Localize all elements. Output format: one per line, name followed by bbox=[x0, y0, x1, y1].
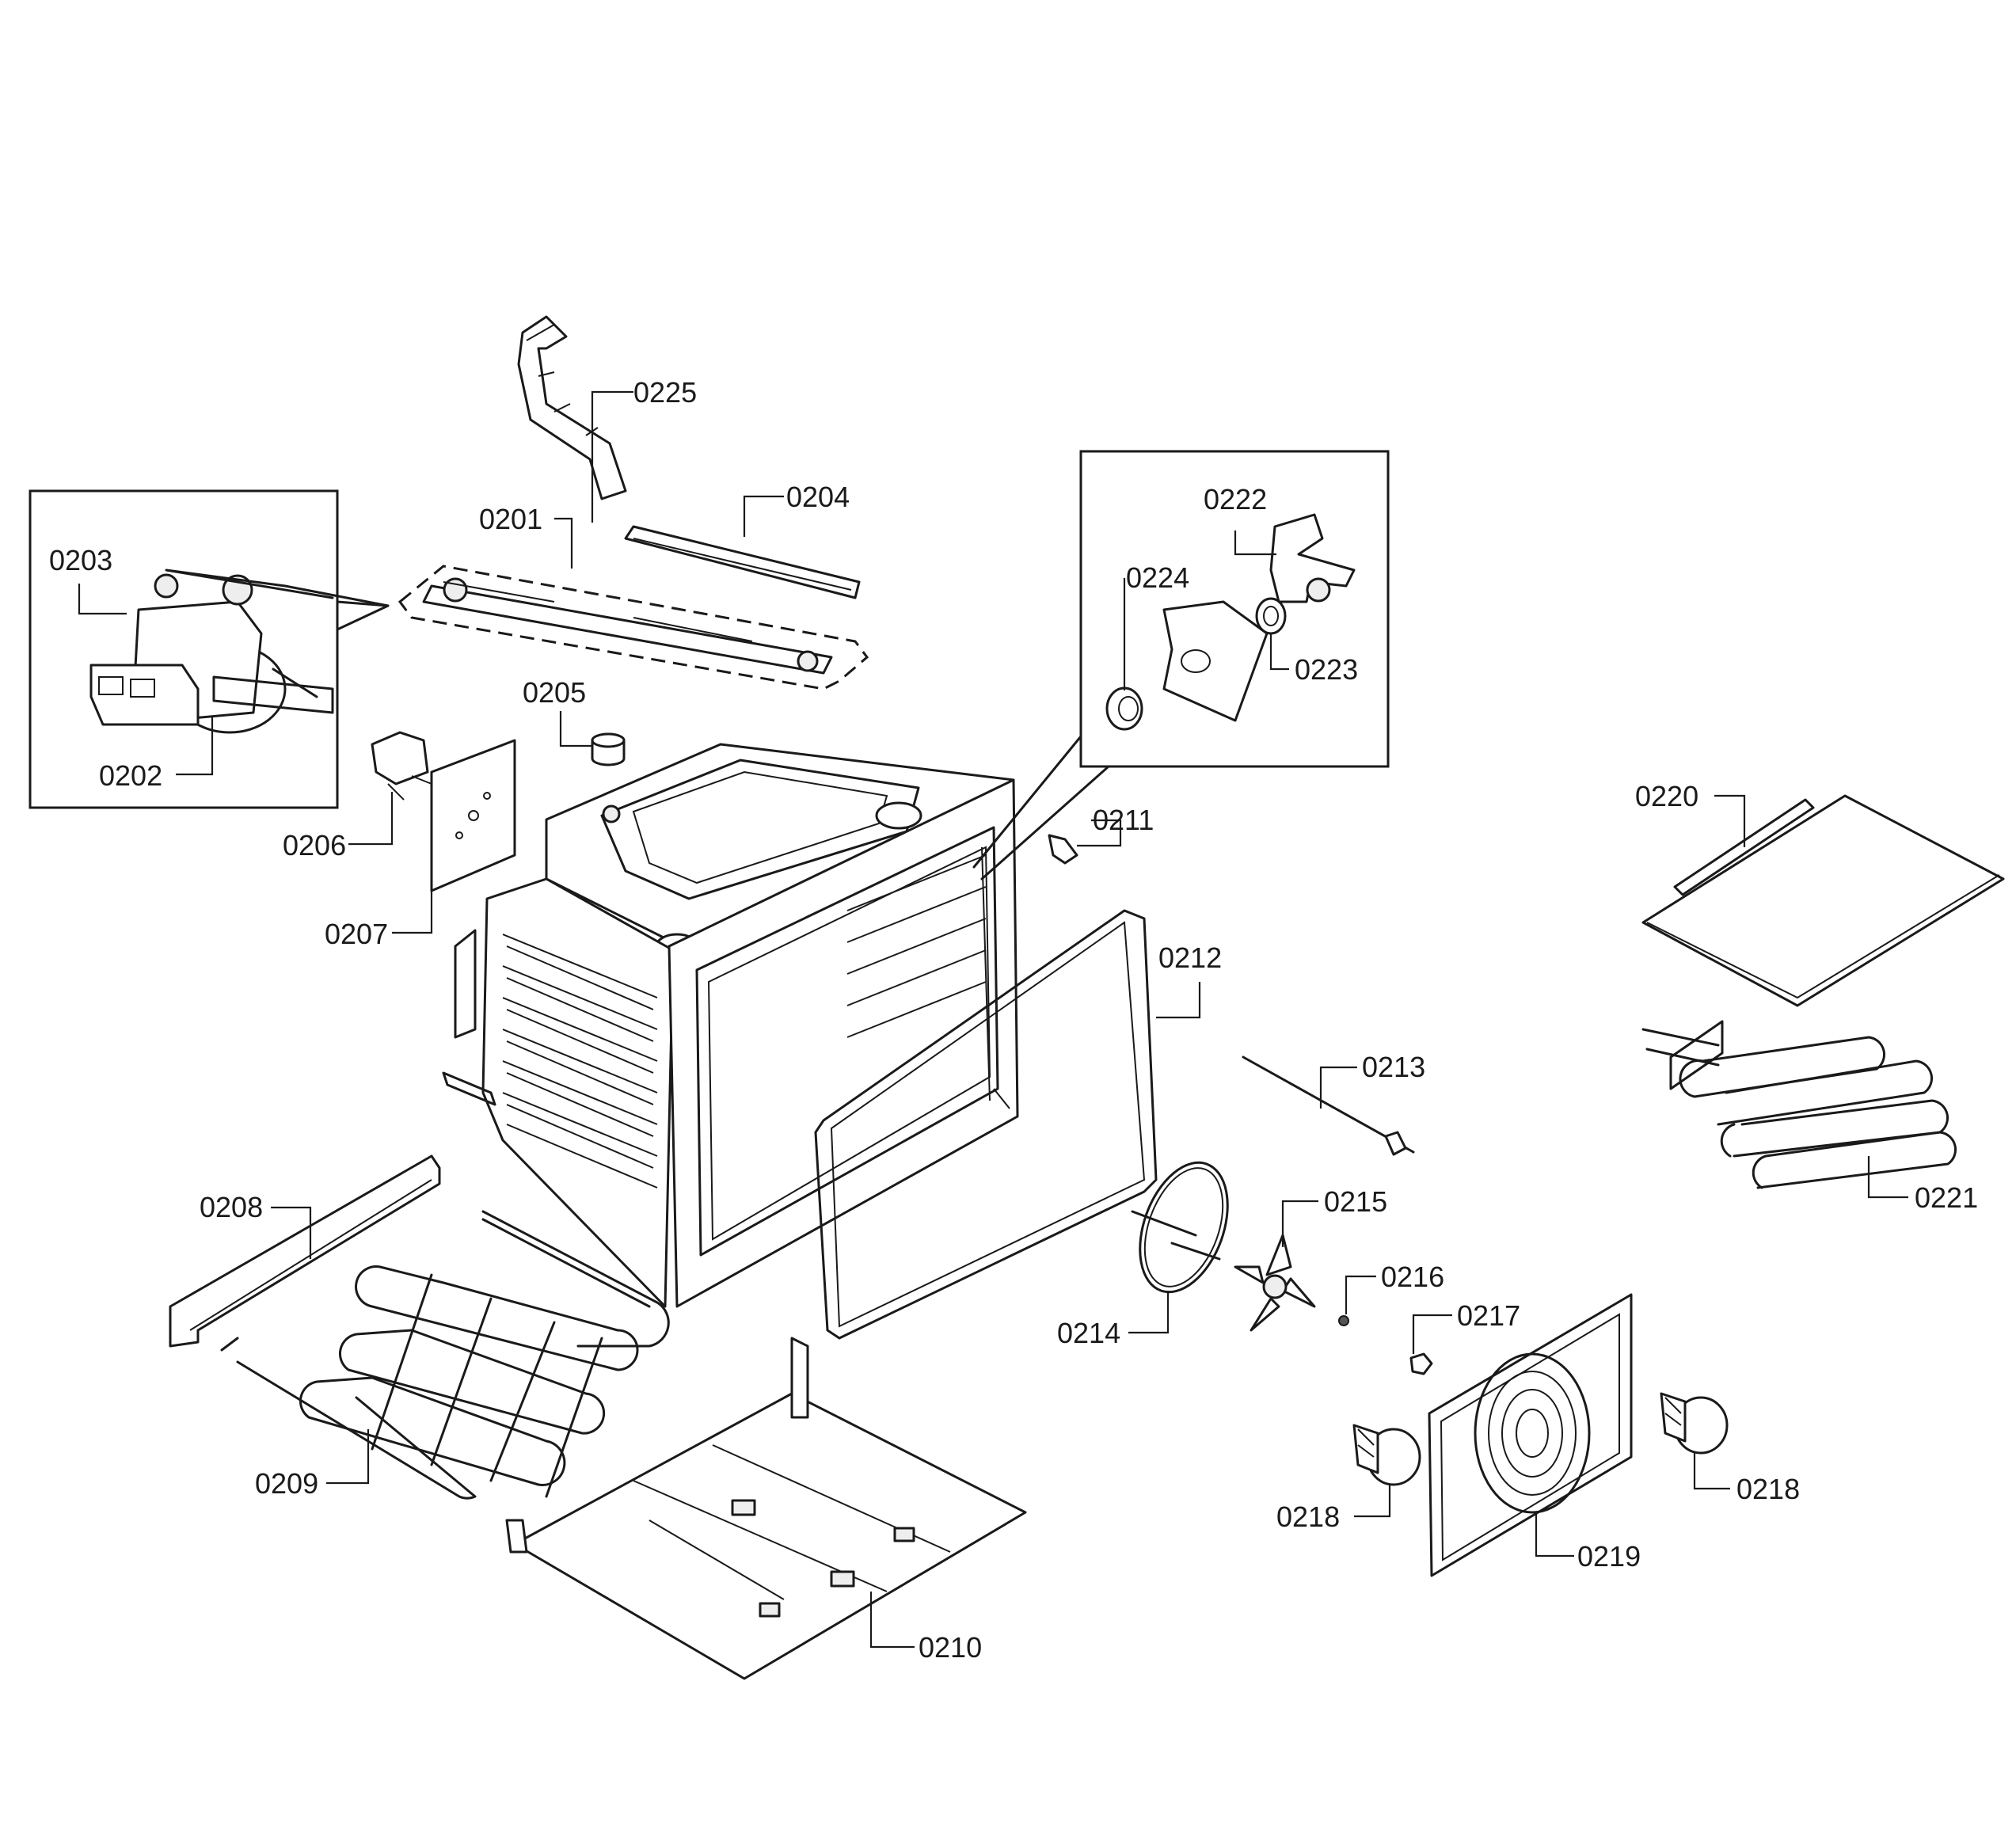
leader-0208 bbox=[271, 1206, 312, 1259]
heat-shield-0224-plate bbox=[1162, 600, 1269, 722]
air-duct-hose-0225 bbox=[517, 315, 627, 500]
label-0218-left: 0218 bbox=[1276, 1500, 1340, 1533]
leader-0201 bbox=[554, 517, 573, 569]
leader-0216 bbox=[1345, 1275, 1376, 1314]
leader-0221 bbox=[1867, 1156, 1908, 1199]
leader-0219 bbox=[1535, 1512, 1574, 1557]
detail-box-motor bbox=[29, 489, 339, 809]
leader-0212 bbox=[1156, 982, 1201, 1019]
cover-0204 bbox=[624, 525, 861, 599]
leader-0218b bbox=[1693, 1453, 1730, 1490]
leader-0225 bbox=[591, 390, 633, 523]
label-0225: 0225 bbox=[633, 376, 697, 409]
leader-0214 bbox=[1128, 1291, 1170, 1334]
fan-bracket-0201 bbox=[422, 577, 833, 675]
label-0224: 0224 bbox=[1126, 561, 1189, 594]
label-0216: 0216 bbox=[1381, 1261, 1444, 1293]
leader-0207 bbox=[392, 879, 433, 934]
label-0215: 0215 bbox=[1324, 1185, 1387, 1218]
label-0223: 0223 bbox=[1295, 653, 1358, 686]
label-0220: 0220 bbox=[1635, 780, 1698, 812]
leader-0218a bbox=[1354, 1485, 1391, 1518]
label-0219: 0219 bbox=[1577, 1540, 1641, 1573]
back-panel-0219 bbox=[1428, 1293, 1633, 1577]
convection-element-0222 bbox=[1269, 513, 1356, 603]
leader-0203 bbox=[78, 584, 127, 615]
label-0203: 0203 bbox=[49, 544, 112, 576]
leader-0223 bbox=[1269, 633, 1289, 671]
motor-0206 bbox=[371, 731, 432, 801]
label-0209: 0209 bbox=[255, 1467, 318, 1500]
bake-element-0209 bbox=[220, 1210, 670, 1500]
leader-0204 bbox=[743, 495, 784, 537]
leader-0213 bbox=[1319, 1066, 1357, 1109]
fan-blade-0215 bbox=[1234, 1234, 1316, 1332]
label-0201: 0201 bbox=[479, 503, 542, 535]
oven-cavity bbox=[442, 743, 1019, 1308]
nut-0216 bbox=[1338, 1315, 1349, 1326]
broil-pan-0220 bbox=[1641, 794, 2005, 1007]
element-shield-0208 bbox=[169, 1154, 441, 1348]
label-0202: 0202 bbox=[99, 759, 162, 792]
ring-element-0214 bbox=[1131, 1161, 1229, 1294]
label-0212: 0212 bbox=[1158, 941, 1222, 974]
leader-0220 bbox=[1714, 794, 1746, 847]
leader-0222 bbox=[1234, 531, 1276, 556]
leader-0210 bbox=[869, 1592, 915, 1649]
nut-0224 bbox=[1105, 686, 1143, 731]
leader-0206 bbox=[348, 792, 394, 846]
label-0207: 0207 bbox=[325, 918, 388, 950]
door-gasket-0212 bbox=[814, 909, 1158, 1340]
leader-0202 bbox=[176, 717, 214, 776]
label-0221: 0221 bbox=[1915, 1181, 1978, 1214]
bottom-panel-0210 bbox=[513, 1392, 1027, 1680]
leader-0217 bbox=[1412, 1314, 1452, 1354]
leader-0211 bbox=[1077, 819, 1122, 847]
label-0204: 0204 bbox=[786, 481, 850, 513]
label-0211: 0211 bbox=[1093, 804, 1154, 836]
label-0205: 0205 bbox=[523, 676, 586, 709]
label-0206: 0206 bbox=[283, 829, 346, 861]
leader-0215 bbox=[1281, 1200, 1318, 1247]
label-0218-right: 0218 bbox=[1736, 1473, 1800, 1505]
mounting-plate-0207 bbox=[430, 739, 516, 892]
sensor-0211 bbox=[1048, 834, 1078, 865]
label-0222: 0222 bbox=[1204, 483, 1267, 515]
cooling-fan-motor-0202 bbox=[89, 569, 390, 734]
cap-0217 bbox=[1409, 1352, 1433, 1375]
label-0217: 0217 bbox=[1457, 1299, 1520, 1332]
broil-element-0221 bbox=[1641, 1020, 1957, 1189]
label-0210: 0210 bbox=[919, 1631, 982, 1664]
lamp-0218-right bbox=[1660, 1392, 1729, 1455]
label-0214: 0214 bbox=[1057, 1317, 1120, 1349]
leader-0205 bbox=[559, 711, 592, 747]
detail-box-convection bbox=[1079, 450, 1390, 768]
grommet-0205 bbox=[591, 732, 626, 766]
label-0208: 0208 bbox=[200, 1191, 263, 1223]
leader-0209 bbox=[326, 1429, 370, 1485]
detail-projection-line-right bbox=[972, 735, 1110, 880]
lamp-0218-left bbox=[1352, 1424, 1421, 1486]
detail-projection-line bbox=[336, 600, 390, 631]
label-0213: 0213 bbox=[1362, 1051, 1425, 1083]
fan-assembly-outline-0201 bbox=[397, 565, 869, 690]
